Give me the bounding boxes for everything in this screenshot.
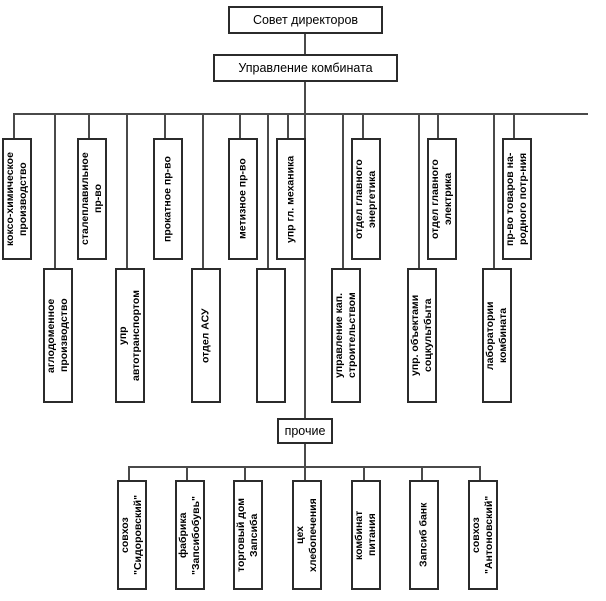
node-board-of-directors[interactable]: Совет директоров (228, 6, 383, 34)
node-row2-4[interactable] (256, 268, 286, 403)
drop-line-row1-4 (239, 113, 241, 138)
drop-line-row1-5 (287, 113, 289, 138)
drop-line-row3-4 (304, 466, 306, 480)
node-row3-2[interactable]: фабрика "Запсибобувь" (175, 480, 205, 590)
node-row2-6-label: упр. объектами соцкультбыта (408, 294, 434, 377)
node-row2-5-label: управление кап. строительством (332, 292, 358, 379)
drop-line-row2-7 (493, 113, 495, 268)
node-row1-2-label: сталеплавильное пр-во (78, 152, 104, 246)
drop-line-row3-6 (421, 466, 423, 480)
node-row1-6-label: отдел главного энергетика (352, 159, 378, 239)
drop-line-row3-1 (128, 466, 130, 480)
node-row3-2-label: фабрика "Запсибобувь" (176, 495, 202, 575)
drop-line-row1-7 (437, 113, 439, 138)
node-row1-3-label: прокатное пр-во (161, 156, 174, 242)
node-row1-8-label: пр-во товаров на- родного потр-ния (503, 152, 529, 246)
connector-board-to-management (304, 34, 306, 54)
node-row3-1-label: совхоз "Сидоровский" (118, 494, 144, 576)
main-bus-line (13, 113, 588, 115)
drop-line-row1-2 (88, 113, 90, 138)
drop-line-row1-6 (362, 113, 364, 138)
drop-line-row3-2 (186, 466, 188, 480)
node-row1-3[interactable]: прокатное пр-во (153, 138, 183, 260)
drop-line-row3-3 (244, 466, 246, 480)
node-row1-5-label: упр гл. механика (284, 155, 297, 243)
drop-line-row3-5 (363, 466, 365, 480)
node-row3-3-label: торговый дом Запсиба (234, 498, 260, 572)
node-row1-2[interactable]: сталеплавильное пр-во (77, 138, 107, 260)
node-row1-6[interactable]: отдел главного энергетика (351, 138, 381, 260)
node-row1-1-label: коксо-химическое производство (3, 152, 29, 246)
node-row2-5[interactable]: управление кап. строительством (331, 268, 361, 403)
node-plant-management[interactable]: Управление комбината (213, 54, 398, 82)
node-row3-5[interactable]: комбинат питания (351, 480, 381, 590)
node-row3-3[interactable]: торговый дом Запсиба (233, 480, 263, 590)
node-other[interactable]: прочие (277, 418, 333, 444)
drop-line-row1-8 (513, 113, 515, 138)
node-row2-7-label: лаборатории комбината (483, 301, 509, 370)
node-row2-2-label: упр автотранспортом (116, 290, 142, 381)
node-row1-7[interactable]: отдел главного электрика (427, 138, 457, 260)
drop-line-row2-3 (202, 113, 204, 268)
node-row1-7-label: отдел главного электрика (428, 159, 454, 239)
node-row3-7[interactable]: совхоз "Антоновский" (468, 480, 498, 590)
node-row2-3-label: отдел АСУ (199, 308, 212, 363)
drop-line-row2-5 (342, 113, 344, 268)
drop-line-row2-6 (418, 113, 420, 268)
drop-line-row2-4 (267, 113, 269, 268)
node-row3-7-label: совхоз "Антоновский" (469, 495, 495, 575)
drop-line-row1-3 (164, 113, 166, 138)
drop-line-row3-7 (479, 466, 481, 480)
node-row1-1[interactable]: коксо-химическое производство (2, 138, 32, 260)
node-row1-5[interactable]: упр гл. механика (276, 138, 306, 260)
connector-other-to-bus (304, 444, 306, 466)
node-row3-4-label: цех хлебопечения (293, 498, 319, 572)
node-row2-1-label: аглодоменное производство (44, 298, 70, 373)
connector-bus-to-other (304, 113, 306, 418)
node-row3-6[interactable]: Запсиб банк (409, 480, 439, 590)
node-row1-4-label: метизное пр-во (236, 158, 249, 240)
connector-management-to-bus (304, 82, 306, 114)
drop-line-row1-1 (13, 113, 15, 138)
node-row2-3[interactable]: отдел АСУ (191, 268, 221, 403)
node-row2-7[interactable]: лаборатории комбината (482, 268, 512, 403)
drop-line-row2-1 (54, 113, 56, 268)
node-row2-1[interactable]: аглодоменное производство (43, 268, 73, 403)
node-row3-1[interactable]: совхоз "Сидоровский" (117, 480, 147, 590)
node-row3-5-label: комбинат питания (352, 510, 378, 560)
node-row1-4[interactable]: метизное пр-во (228, 138, 258, 260)
node-row3-6-label: Запсиб банк (417, 502, 430, 568)
node-row1-8[interactable]: пр-во товаров на- родного потр-ния (502, 138, 532, 260)
node-row2-6[interactable]: упр. объектами соцкультбыта (407, 268, 437, 403)
node-row3-4[interactable]: цех хлебопечения (292, 480, 322, 590)
node-row2-2[interactable]: упр автотранспортом (115, 268, 145, 403)
drop-line-row2-2 (126, 113, 128, 268)
